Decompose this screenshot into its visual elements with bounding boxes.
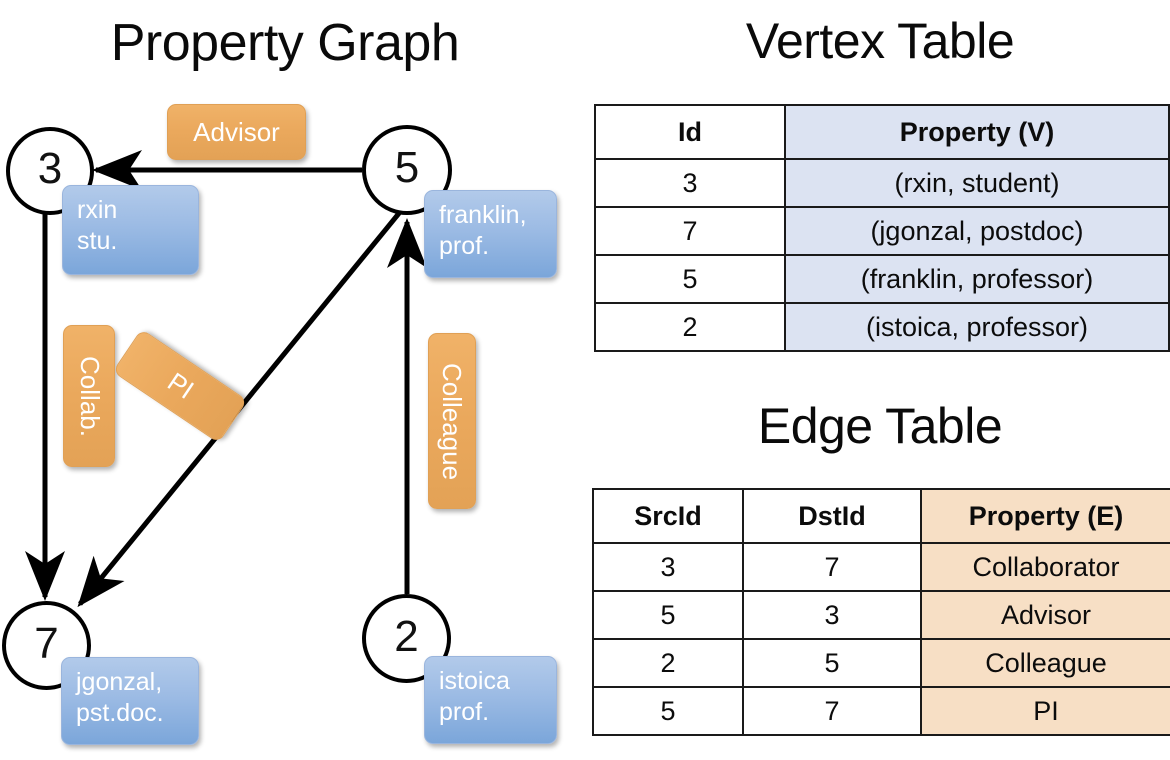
edge-row-0-dst: 7 bbox=[742, 542, 922, 592]
vertex-table-header-row: Id Property (V) bbox=[594, 104, 1170, 160]
edge-row-1-property: Advisor bbox=[920, 590, 1170, 640]
graph-node-5-label: 5 bbox=[394, 143, 420, 192]
edge-label-collab[interactable]: Collab. bbox=[63, 325, 115, 467]
edge-label-colleague[interactable]: Colleague bbox=[428, 333, 476, 509]
vertex-property-box-5[interactable]: franklin, prof. bbox=[424, 190, 557, 278]
edge-label-pi-text: PI bbox=[161, 366, 199, 405]
graph-node-3-label: 3 bbox=[37, 144, 63, 193]
page-title-property-graph: Property Graph bbox=[110, 14, 460, 72]
table-row[interactable]: 7 (jgonzal, postdoc) bbox=[594, 206, 1170, 256]
vertex-property-box-3[interactable]: rxin stu. bbox=[62, 185, 199, 275]
edge-row-1-dst: 3 bbox=[742, 590, 922, 640]
property-graph-diagram: 3 5 7 2 rxin stu. franklin, prof. jgonza… bbox=[2, 104, 557, 745]
table-row[interactable]: 3 (rxin, student) bbox=[594, 158, 1170, 208]
edge-table-header-srcid: SrcId bbox=[592, 488, 744, 544]
vertex-property-box-2-line1: istoica bbox=[439, 667, 510, 695]
vertex-row-2-id: 5 bbox=[594, 254, 786, 304]
vertex-table-header-id: Id bbox=[594, 104, 786, 160]
edge-label-advisor[interactable]: Advisor bbox=[167, 104, 306, 160]
table-row[interactable]: 5 (franklin, professor) bbox=[594, 254, 1170, 304]
edge-label-advisor-text: Advisor bbox=[193, 116, 280, 147]
vertex-row-0-id: 3 bbox=[594, 158, 786, 208]
edge-row-3-src: 5 bbox=[592, 686, 744, 736]
vertex-property-box-5-line1: franklin, bbox=[439, 201, 527, 229]
edge-row-2-property: Colleague bbox=[920, 638, 1170, 688]
edge-row-2-dst: 5 bbox=[742, 638, 922, 688]
edge-row-3-dst: 7 bbox=[742, 686, 922, 736]
vertex-property-box-7-line1: jgonzal, bbox=[76, 668, 163, 696]
edge-table: SrcId DstId Property (E) 3 7 Collaborato… bbox=[592, 488, 1170, 736]
edge-table-header-property: Property (E) bbox=[920, 488, 1170, 544]
edge-row-0-src: 3 bbox=[592, 542, 744, 592]
edge-label-colleague-text: Colleague bbox=[437, 362, 468, 480]
table-row[interactable]: 3 7 Collaborator bbox=[592, 542, 1170, 592]
graph-node-2[interactable]: 2 bbox=[362, 594, 451, 683]
vertex-row-2-property: (franklin, professor) bbox=[784, 254, 1170, 304]
edge-table-header-row: SrcId DstId Property (E) bbox=[592, 488, 1170, 544]
table-row[interactable]: 5 3 Advisor bbox=[592, 590, 1170, 640]
edge-label-collab-text: Collab. bbox=[74, 355, 105, 437]
edge-row-3-property: PI bbox=[920, 686, 1170, 736]
graph-node-2-label: 2 bbox=[394, 611, 419, 661]
edge-row-0-property: Collaborator bbox=[920, 542, 1170, 592]
table-row[interactable]: 2 5 Colleague bbox=[592, 638, 1170, 688]
vertex-property-box-7-line2: pst.doc. bbox=[76, 699, 164, 727]
vertex-table-header-property: Property (V) bbox=[784, 104, 1170, 160]
vertex-property-box-3-line2: stu. bbox=[77, 227, 118, 255]
vertex-row-1-property: (jgonzal, postdoc) bbox=[784, 206, 1170, 256]
vertex-row-3-id: 2 bbox=[594, 302, 786, 352]
edge-table-header-dstid: DstId bbox=[742, 488, 922, 544]
vertex-row-0-property: (rxin, student) bbox=[784, 158, 1170, 208]
page-title-vertex-table: Vertex Table bbox=[745, 13, 1015, 69]
table-row[interactable]: 2 (istoica, professor) bbox=[594, 302, 1170, 352]
vertex-property-box-7[interactable]: jgonzal, pst.doc. bbox=[61, 657, 199, 745]
vertex-row-3-property: (istoica, professor) bbox=[784, 302, 1170, 352]
vertex-property-box-2-line2: prof. bbox=[439, 698, 490, 726]
vertex-property-box-3-line1: rxin bbox=[77, 196, 118, 224]
vertex-property-box-2[interactable]: istoica prof. bbox=[424, 656, 557, 744]
table-row[interactable]: 5 7 PI bbox=[592, 686, 1170, 736]
edge-row-2-src: 2 bbox=[592, 638, 744, 688]
edge-row-1-src: 5 bbox=[592, 590, 744, 640]
vertex-property-box-5-line2: prof. bbox=[439, 232, 490, 260]
vertex-table: Id Property (V) 3 (rxin, student) 7 (jgo… bbox=[594, 104, 1170, 352]
graph-node-7-label: 7 bbox=[34, 618, 59, 668]
vertex-row-1-id: 7 bbox=[594, 206, 786, 256]
graph-node-5[interactable]: 5 bbox=[362, 125, 452, 215]
page-title-edge-table: Edge Table bbox=[757, 398, 1003, 454]
